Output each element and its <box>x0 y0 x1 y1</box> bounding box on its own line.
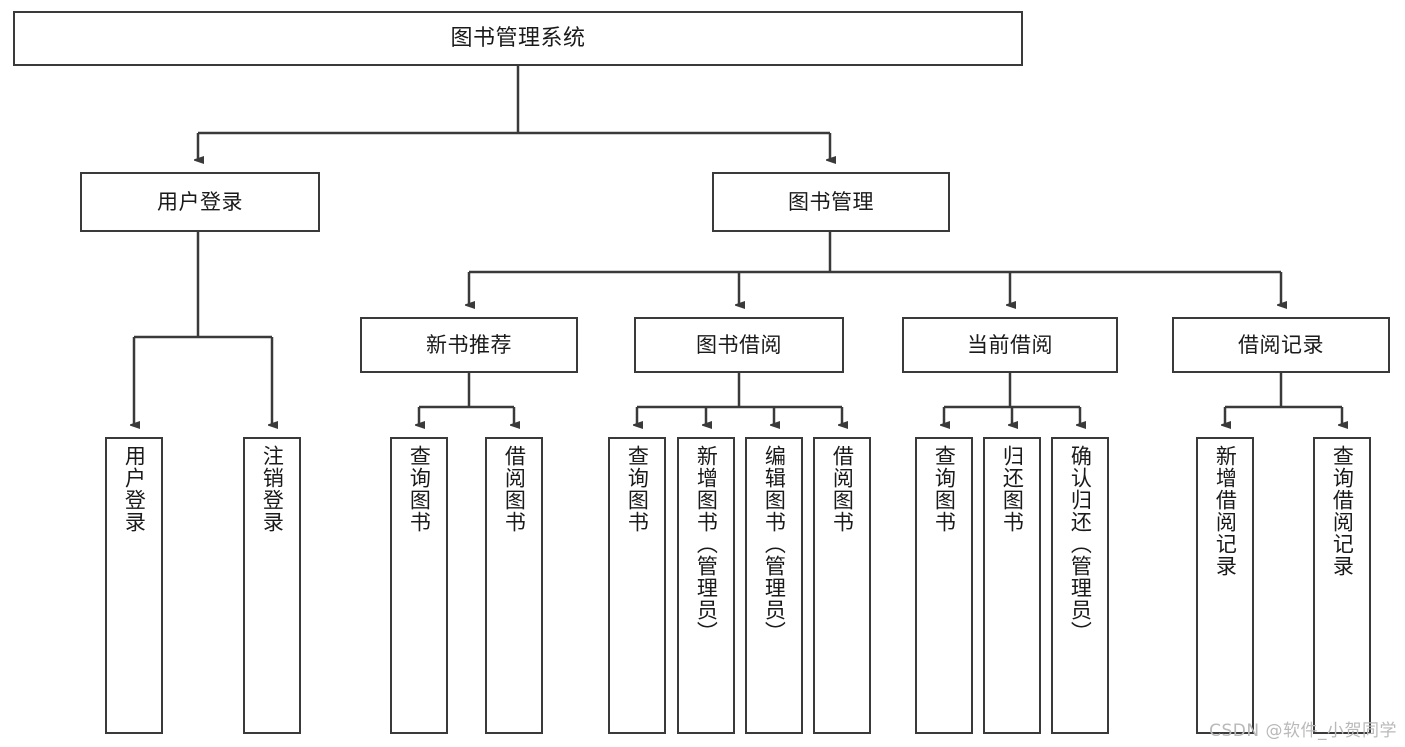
node-label: 新增图书（管理员） <box>694 445 719 643</box>
node-label: 图书管理系统 <box>450 25 586 51</box>
leaf-borrow-query-book[interactable]: 查询图书 <box>608 437 666 734</box>
leaf-user-login-logout[interactable]: 注销登录 <box>243 437 301 734</box>
node-label: 查询图书 <box>932 445 957 533</box>
node-label: 借阅记录 <box>1238 332 1324 357</box>
node-label: 借阅图书 <box>502 445 527 533</box>
leaf-current-confirm-return-admin[interactable]: 确认归还（管理员） <box>1051 437 1109 734</box>
node-book-management[interactable]: 图书管理 <box>712 172 950 232</box>
node-label: 图书管理 <box>788 189 874 214</box>
node-label: 查询图书 <box>625 445 650 533</box>
leaf-user-login-login[interactable]: 用户登录 <box>105 437 163 734</box>
leaf-recommend-query-book[interactable]: 查询图书 <box>390 437 448 734</box>
node-user-login[interactable]: 用户登录 <box>80 172 320 232</box>
leaf-current-query-book[interactable]: 查询图书 <box>915 437 973 734</box>
node-label: 确认归还（管理员） <box>1068 445 1093 643</box>
node-label: 图书借阅 <box>696 332 782 357</box>
node-label: 编辑图书（管理员） <box>762 445 787 643</box>
node-label: 注销登录 <box>260 445 285 533</box>
node-current-borrowing[interactable]: 当前借阅 <box>902 317 1118 373</box>
node-label: 借阅图书 <box>830 445 855 533</box>
leaf-recommend-borrow-book[interactable]: 借阅图书 <box>485 437 543 734</box>
node-root-library-management-system[interactable]: 图书管理系统 <box>13 11 1023 66</box>
node-label: 新增借阅记录 <box>1213 445 1238 577</box>
node-label: 查询图书 <box>407 445 432 533</box>
leaf-borrow-borrow-book[interactable]: 借阅图书 <box>813 437 871 734</box>
node-book-borrowing[interactable]: 图书借阅 <box>634 317 844 373</box>
leaf-record-add-borrow-record[interactable]: 新增借阅记录 <box>1196 437 1254 734</box>
leaf-current-return-book[interactable]: 归还图书 <box>983 437 1041 734</box>
leaf-borrow-add-book-admin[interactable]: 新增图书（管理员） <box>677 437 735 734</box>
node-borrowing-record[interactable]: 借阅记录 <box>1172 317 1390 373</box>
node-label: 用户登录 <box>122 445 147 533</box>
node-label: 用户登录 <box>157 189 243 214</box>
leaf-borrow-edit-book-admin[interactable]: 编辑图书（管理员） <box>745 437 803 734</box>
watermark-text: CSDN @软件_小贺同学 <box>1209 721 1397 741</box>
node-label: 归还图书 <box>1000 445 1025 533</box>
node-label: 查询借阅记录 <box>1330 445 1355 577</box>
node-new-book-recommendation[interactable]: 新书推荐 <box>360 317 578 373</box>
node-label: 当前借阅 <box>967 332 1053 357</box>
leaf-record-query-borrow-record[interactable]: 查询借阅记录 <box>1313 437 1371 734</box>
node-label: 新书推荐 <box>426 332 512 357</box>
